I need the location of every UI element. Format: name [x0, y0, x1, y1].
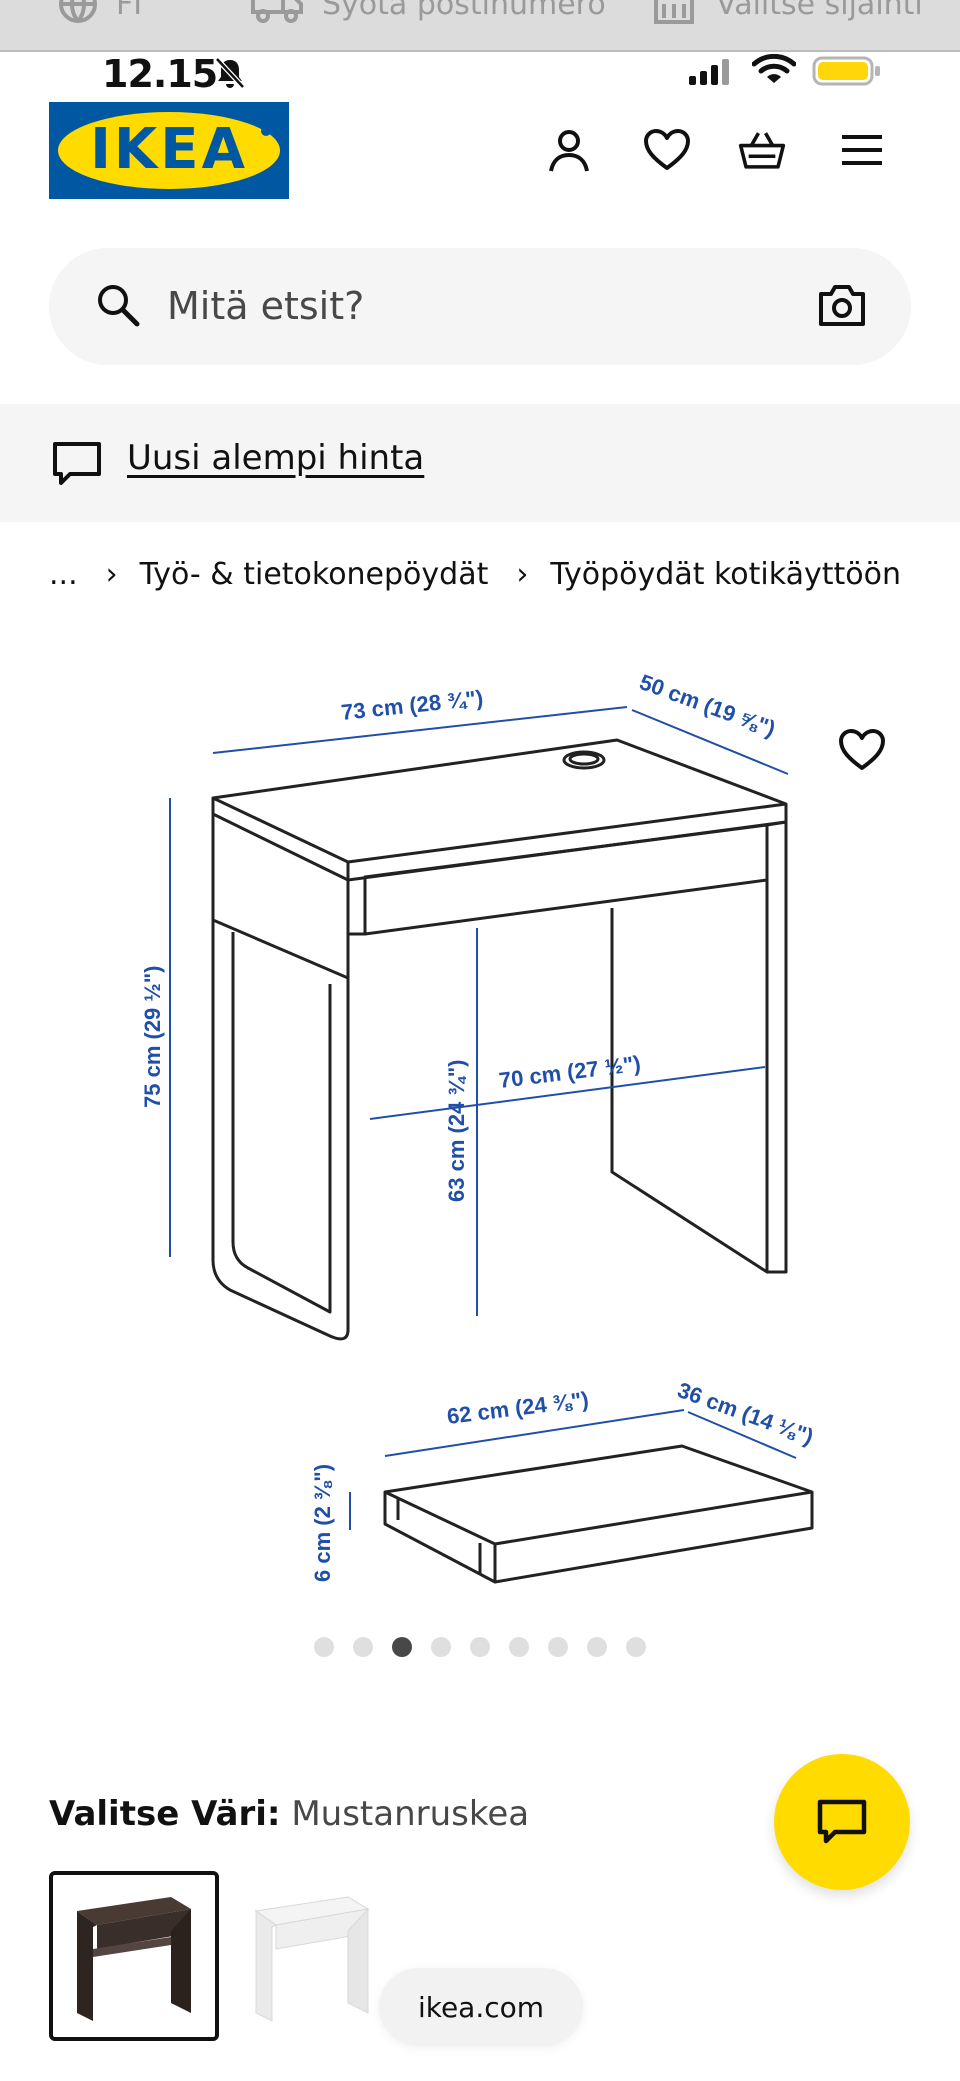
- account-button[interactable]: [545, 126, 593, 174]
- chevron-right-icon: ›: [516, 556, 529, 592]
- pagination-dot[interactable]: [587, 1637, 607, 1657]
- menu-icon: [842, 135, 882, 165]
- chat-button[interactable]: [774, 1754, 910, 1890]
- language-selector[interactable]: FI: [58, 0, 142, 24]
- chat-icon: [817, 1799, 867, 1844]
- battery-icon: [812, 56, 880, 86]
- color-swatch-black-brown[interactable]: [49, 1871, 219, 2041]
- muted-bell-icon: [215, 57, 245, 89]
- wifi-icon: [752, 54, 796, 83]
- desk-dimension-drawing: 73 cm (28 ¾") 50 cm (19 ⅝") 75 cm (29 ½"…: [140, 669, 817, 1584]
- cellular-signal-icon: [689, 59, 729, 85]
- breadcrumb-home-desks[interactable]: Työpöydät kotikäyttöön: [550, 556, 901, 592]
- status-time: 12.15: [102, 52, 218, 96]
- registered-mark: [261, 126, 271, 136]
- dimension-lines: [169, 706, 797, 1530]
- heart-icon: [644, 129, 690, 170]
- store-location-selector[interactable]: Valitse sijainti: [650, 0, 923, 24]
- breadcrumb-ellipsis[interactable]: ...: [49, 556, 78, 592]
- ikea-logo[interactable]: IKEA: [49, 102, 289, 199]
- color-label: Valitse Väri:: [49, 1794, 281, 1834]
- user-icon: [549, 130, 589, 172]
- breadcrumb: ... › Työ- & tietokonepöydät › Työpöydät…: [49, 552, 901, 596]
- drawer-height-label: 6 cm (2 ⅜"): [310, 1464, 335, 1582]
- favourites-button[interactable]: [643, 126, 691, 174]
- pagination-dot[interactable]: [548, 1637, 568, 1657]
- pagination-dot[interactable]: [392, 1637, 412, 1657]
- search-input[interactable]: Mitä etsit?: [167, 284, 365, 328]
- white-desk-thumbnail: [254, 1896, 370, 2022]
- product-image-gallery[interactable]: 73 cm (28 ¾") 50 cm (19 ⅝") 75 cm (29 ½"…: [0, 640, 960, 1610]
- globe-icon: [59, 0, 97, 23]
- site-header: IKEA: [0, 100, 960, 200]
- search-bar[interactable]: Mitä etsit?: [49, 248, 911, 365]
- desk-outline: [211, 738, 788, 1341]
- language-text: FI: [116, 0, 143, 22]
- drawer-width-label: 62 cm (24 ⅜"): [446, 1387, 591, 1429]
- site-url-pill[interactable]: ikea.com: [379, 1968, 583, 2046]
- truck-icon: [251, 0, 303, 23]
- pagination-dot[interactable]: [431, 1637, 451, 1657]
- new-lower-price-link[interactable]: Uusi alempi hinta: [127, 438, 425, 478]
- speech-bubble-icon: [53, 442, 101, 485]
- color-swatch-white[interactable]: [244, 1871, 414, 2041]
- selected-color-value: Mustanruskea: [291, 1794, 530, 1834]
- store-location-text: Valitse sijainti: [716, 0, 923, 22]
- drawer-outline: [383, 1444, 814, 1584]
- pagination-dot[interactable]: [353, 1637, 373, 1657]
- leg-height-label: 63 cm (24 ¾"): [444, 1059, 469, 1202]
- basket-icon: [738, 132, 786, 169]
- black-brown-desk-thumbnail: [77, 1897, 191, 2021]
- width-label: 73 cm (28 ¾"): [340, 685, 484, 725]
- camera-search-icon[interactable]: [817, 282, 867, 328]
- promo-banner: Uusi alempi hinta: [0, 404, 960, 522]
- status-bar: 12.15: [0, 52, 960, 96]
- height-label: 75 cm (29 ½"): [140, 965, 165, 1108]
- basket-button[interactable]: [738, 126, 786, 174]
- logo-text: IKEA: [90, 117, 248, 182]
- search-icon: [98, 285, 140, 327]
- dimension-labels: 73 cm (28 ¾") 50 cm (19 ⅝") 75 cm (29 ½"…: [140, 669, 817, 1582]
- chevron-right-icon: ›: [105, 556, 118, 592]
- browser-top-bar: FI Syötä postinumero Valitse sijainti: [0, 0, 960, 52]
- gallery-pagination: [0, 1632, 960, 1662]
- breadcrumb-desks-computer-desks[interactable]: Työ- & tietokonepöydät: [139, 556, 489, 592]
- add-to-favourites-heart-icon[interactable]: [838, 728, 886, 772]
- logo-oval: [58, 112, 280, 189]
- depth-label: 50 cm (19 ⅝"): [636, 669, 778, 741]
- site-url-text: ikea.com: [417, 1990, 545, 2024]
- pagination-dot[interactable]: [470, 1637, 490, 1657]
- menu-button[interactable]: [838, 126, 886, 174]
- store-icon: [654, 0, 694, 24]
- pagination-dot[interactable]: [314, 1637, 334, 1657]
- color-selector-label: Valitse Väri: Mustanruskea: [49, 1794, 529, 1834]
- postal-code-selector[interactable]: Syötä postinumero: [250, 0, 606, 24]
- drawer-depth-label: 36 cm (14 ⅛"): [674, 1377, 816, 1449]
- pagination-dot[interactable]: [626, 1637, 646, 1657]
- postal-code-text: Syötä postinumero: [322, 0, 606, 22]
- pagination-dot[interactable]: [509, 1637, 529, 1657]
